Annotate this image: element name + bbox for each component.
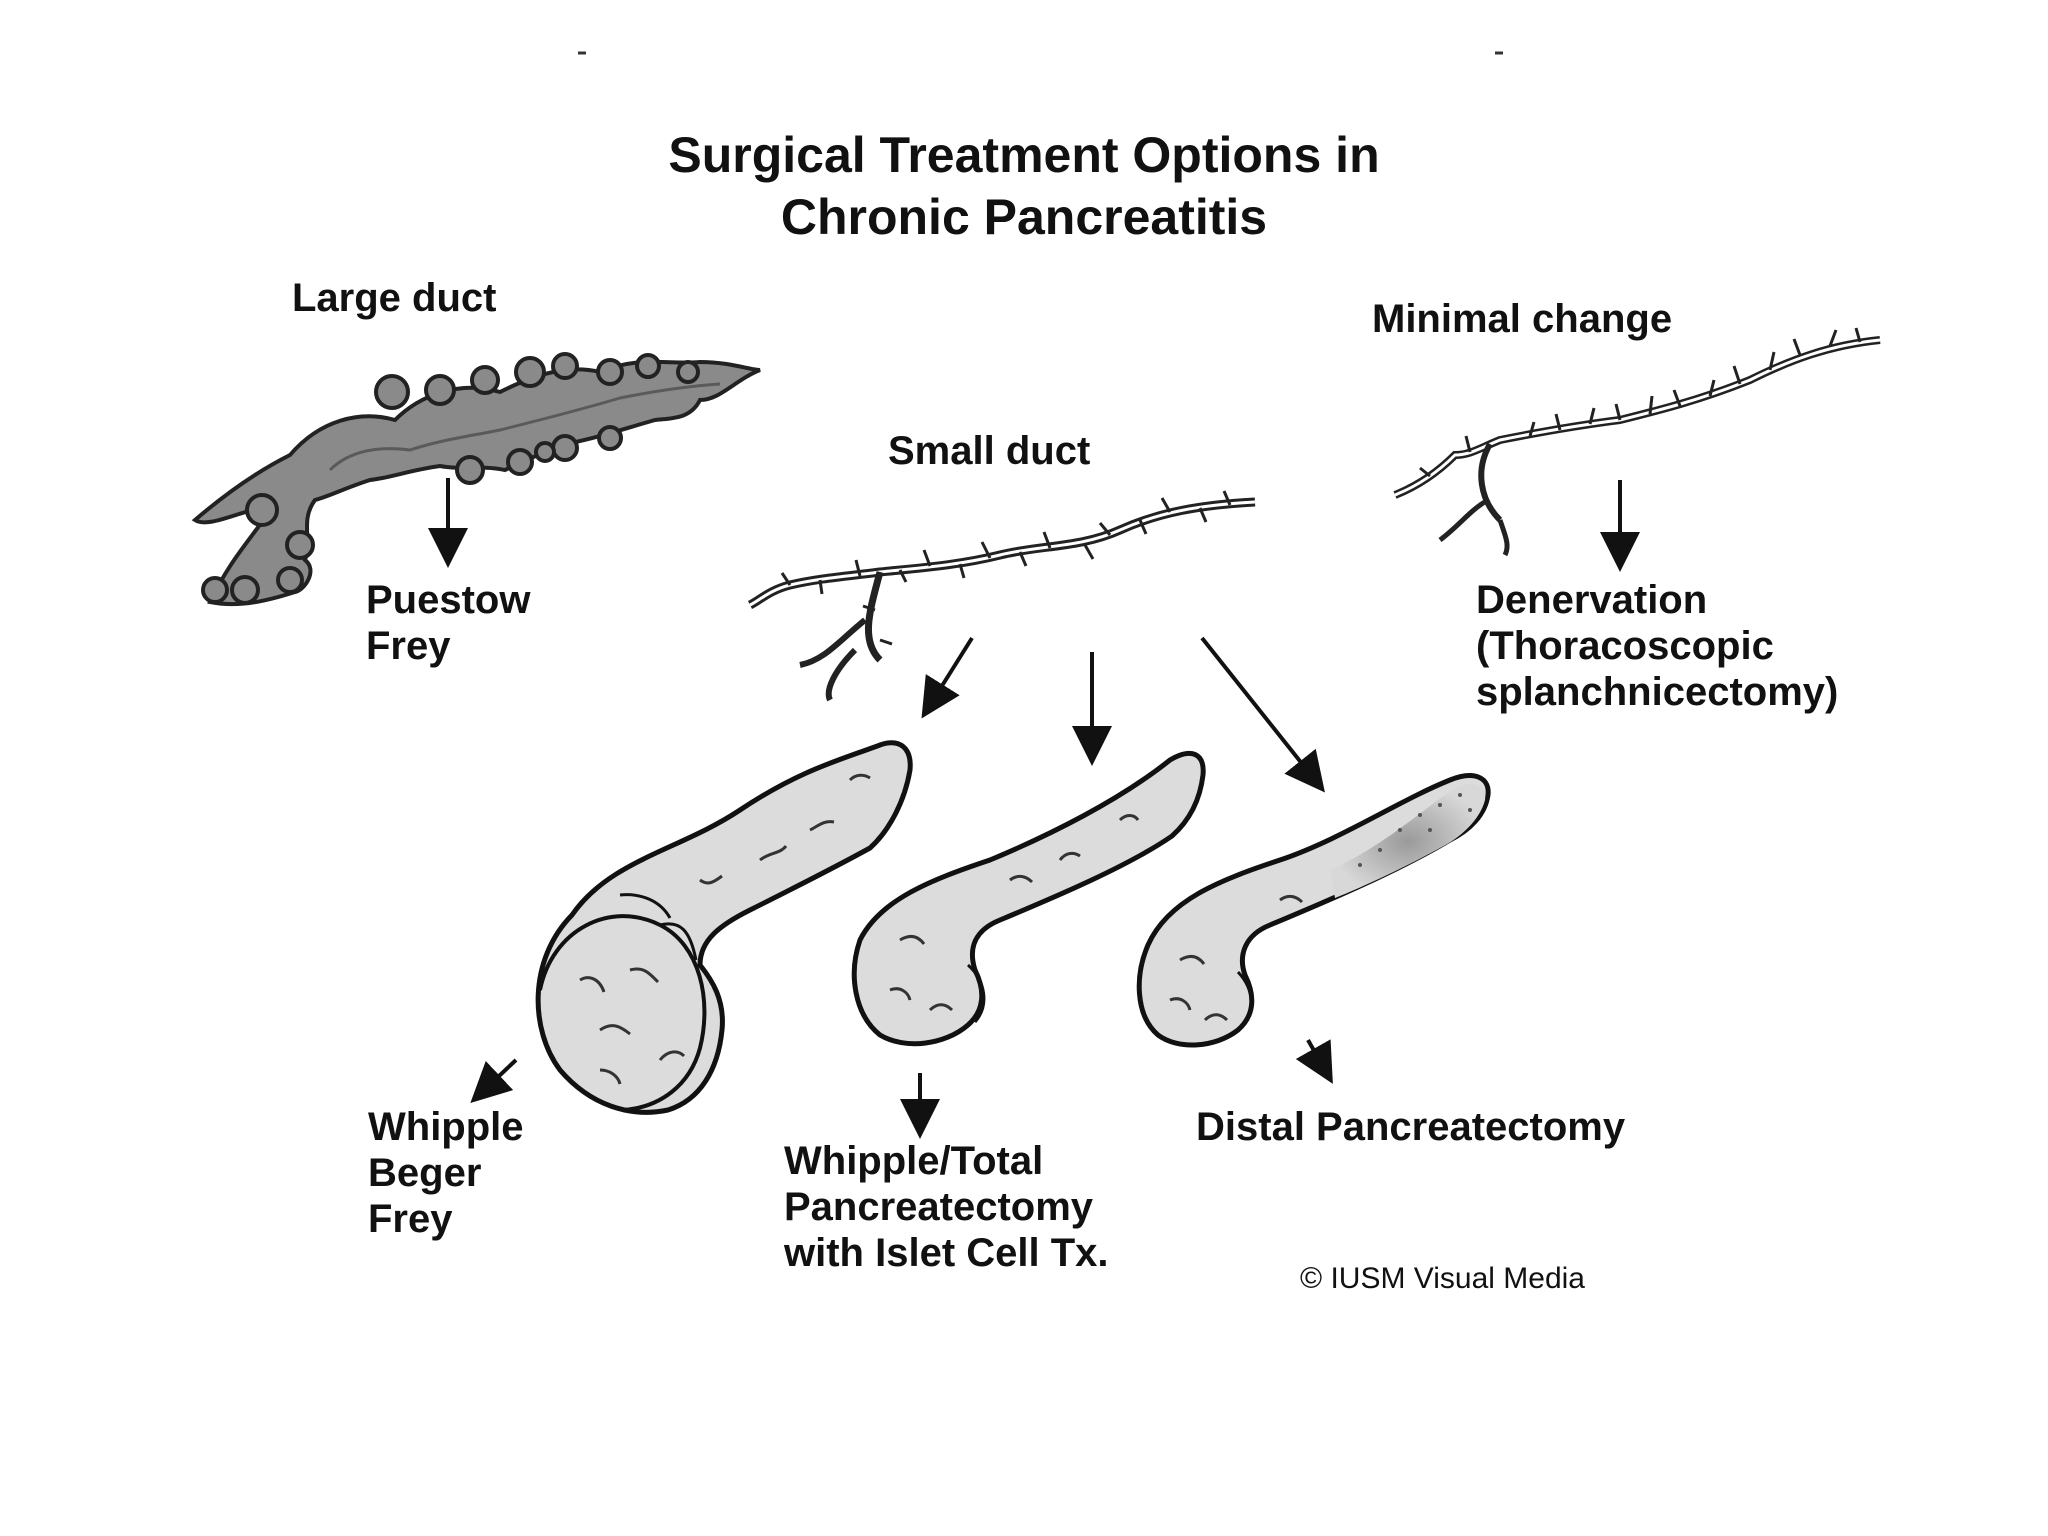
credit-text: © IUSM Visual Media bbox=[1300, 1262, 1585, 1295]
procedures-head: Whipple Beger Frey bbox=[368, 1104, 524, 1242]
procedure-thoracoscopic: (Thoracoscopic bbox=[1476, 624, 1774, 668]
arrow-whipple bbox=[470, 1058, 518, 1103]
pancreas-distal-illustration bbox=[1136, 773, 1491, 1048]
arrow-small-duct-head bbox=[921, 636, 974, 719]
duct-bulge bbox=[534, 441, 556, 463]
stipple-dot bbox=[1468, 808, 1472, 812]
arrow-distal bbox=[1295, 1039, 1333, 1084]
duct-bulge bbox=[635, 353, 661, 379]
duct-bulge bbox=[514, 356, 546, 388]
duct-bulge bbox=[597, 425, 623, 451]
pancreas-enlarged-head-illustration bbox=[535, 740, 913, 1115]
procedures-total: Whipple/Total Pancreatectomy with Islet … bbox=[784, 1138, 1109, 1276]
large-duct-illustration bbox=[191, 352, 761, 607]
stipple-dot bbox=[1378, 848, 1382, 852]
duct-bulge bbox=[374, 374, 410, 410]
pancreas-total-illustration bbox=[851, 750, 1206, 1047]
procedure-pancreatectomy: Pancreatectomy bbox=[784, 1185, 1094, 1229]
duct-bulge bbox=[424, 374, 456, 406]
procedure-beger: Beger bbox=[368, 1151, 482, 1195]
duct-bulge bbox=[230, 575, 260, 605]
title-line-2: Chronic Pancreatitis bbox=[780, 189, 1268, 245]
stipple-dot bbox=[1398, 828, 1402, 832]
procedure-frey-head: Frey bbox=[368, 1197, 453, 1241]
duct-bulge bbox=[201, 576, 229, 604]
procedures-distal: Distal Pancreatectomy bbox=[1196, 1104, 1625, 1150]
stipple-dot bbox=[1428, 828, 1432, 832]
minimal-change-duct-illustration bbox=[1393, 327, 1881, 557]
duct-bulge bbox=[596, 358, 624, 386]
arrow-small-duct-distal bbox=[1200, 636, 1325, 793]
procedures-large-duct: Puestow Frey bbox=[366, 577, 530, 669]
procedure-denervation: Denervation bbox=[1476, 578, 1708, 622]
duct-bulge bbox=[285, 530, 315, 560]
procedure-splanchnicectomy: splanchnicectomy) bbox=[1476, 670, 1839, 714]
label-minimal-change: Minimal change bbox=[1372, 297, 1673, 341]
stipple-dot bbox=[1418, 813, 1422, 817]
procedure-frey: Frey bbox=[366, 624, 451, 668]
label-large-duct: Large duct bbox=[292, 276, 497, 320]
stipple-dot bbox=[1458, 793, 1462, 797]
duct-bulge bbox=[455, 455, 485, 485]
stipple-dot bbox=[1358, 863, 1362, 867]
procedure-distal-pancreatectomy: Distal Pancreatectomy bbox=[1196, 1105, 1626, 1149]
procedures-minimal-change: Denervation (Thoracoscopic splanchnicect… bbox=[1476, 577, 1838, 715]
title-line-1: Surgical Treatment Options in bbox=[668, 127, 1380, 183]
procedure-islet-cell: with Islet Cell Tx. bbox=[784, 1231, 1109, 1275]
duct-bulge bbox=[506, 448, 534, 476]
small-duct-illustration bbox=[747, 490, 1256, 702]
label-small-duct: Small duct bbox=[888, 429, 1091, 473]
duct-bulge bbox=[245, 493, 279, 527]
procedure-puestow: Puestow bbox=[366, 578, 531, 622]
arrows bbox=[428, 478, 1640, 1139]
duct-bulge bbox=[276, 566, 304, 594]
duct-bulge bbox=[551, 434, 579, 462]
duct-bulge bbox=[470, 365, 500, 395]
stipple-dot bbox=[1438, 803, 1442, 807]
procedure-whipple-total: Whipple/Total bbox=[784, 1139, 1044, 1183]
procedure-whipple: Whipple bbox=[368, 1105, 524, 1149]
diagram-title: Surgical Treatment Options in Chronic Pa… bbox=[0, 124, 2048, 248]
duct-bulge bbox=[676, 360, 700, 384]
duct-bulge bbox=[551, 352, 579, 380]
